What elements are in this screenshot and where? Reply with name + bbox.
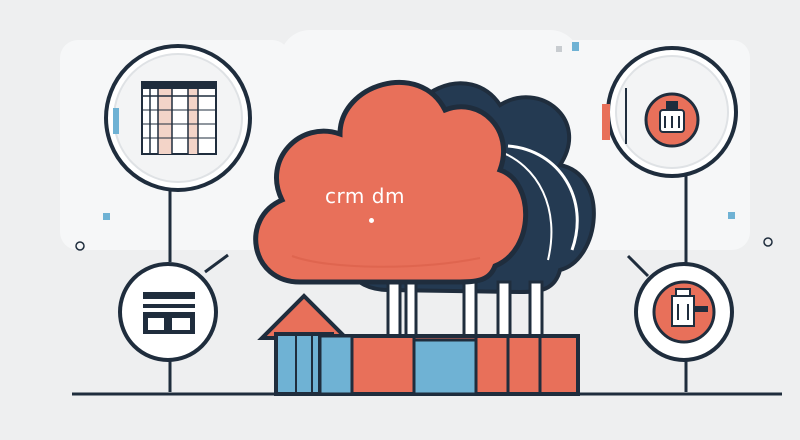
database-node [602,46,738,178]
connector-lines [168,176,688,392]
plug-icon [652,280,716,344]
storefront [318,334,580,396]
spreadsheet-icon [141,81,217,155]
spreadsheet-node [104,44,252,192]
cloud-label: crm dm [325,184,405,208]
database-icon [644,92,700,148]
plug-node [634,262,734,362]
cloud-dot [369,218,374,223]
decorations [75,42,773,251]
toolbox-node [118,262,218,362]
cloud-icon [253,80,529,285]
toolbox-icon [143,292,195,334]
